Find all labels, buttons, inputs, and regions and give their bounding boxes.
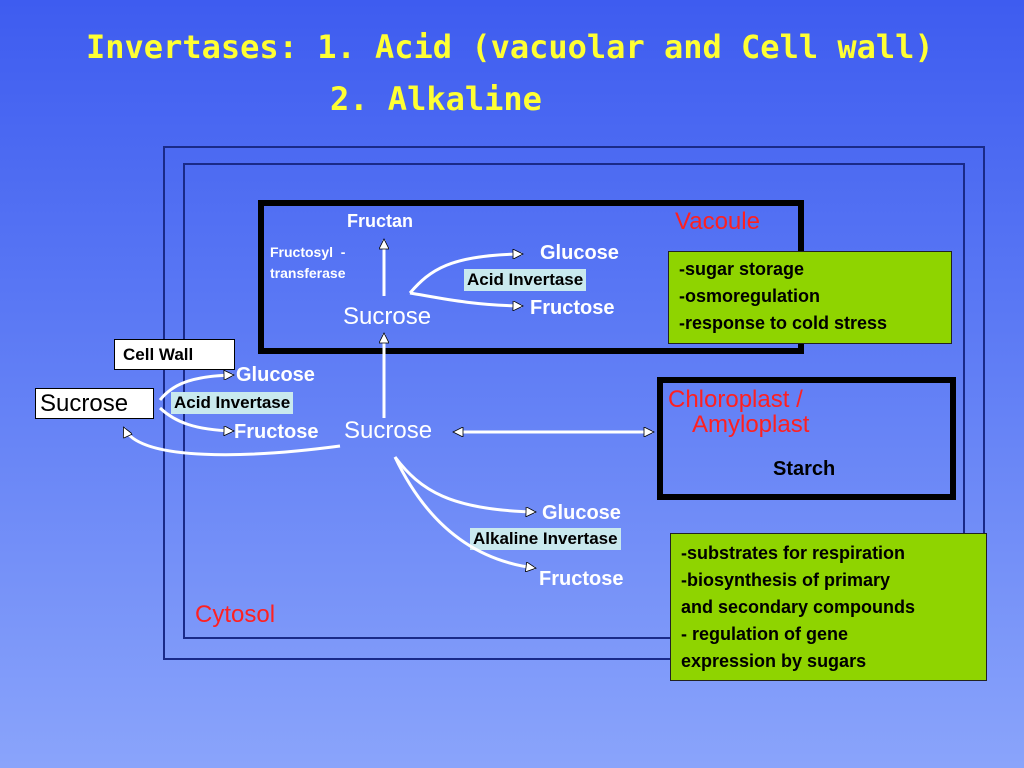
- arrow-cellwall-to-fructose: [158, 406, 233, 431]
- arrow-cytosol-to-cellwall: [122, 428, 341, 457]
- arrow-vacuole-to-fructose: [409, 291, 522, 306]
- cytosol-note: -substrates for respiration: [681, 543, 906, 563]
- vacuole-note: -osmoregulation: [679, 286, 821, 306]
- vacuole-fructose-label: Fructose: [530, 297, 615, 319]
- cytosol-glucose-label: Glucose: [542, 502, 621, 524]
- alkaline-invertase: Alkaline Invertase: [470, 528, 621, 550]
- vacuole-notes: -sugar storage -osmoregulation -response…: [668, 251, 952, 344]
- cytosol-notes: -substrates for respiration -biosynthesi…: [670, 533, 987, 681]
- cytosol-label: Cytosol: [195, 601, 276, 628]
- vacuole-note: -sugar storage: [679, 259, 805, 279]
- vacuole-sucrose-label: Sucrose: [343, 303, 432, 330]
- cell-wall-label-box: Cell Wall: [114, 339, 235, 370]
- starch-label: Starch: [773, 458, 836, 480]
- cytosol-fructose-label: Fructose: [539, 568, 624, 590]
- cell-wall-sucrose-label: Sucrose: [40, 390, 129, 417]
- cytosol-note: - regulation of gene: [681, 624, 849, 644]
- plastid-label-1: Chloroplast /: [668, 386, 803, 413]
- vacuole-label: Vacoule: [675, 208, 760, 235]
- title-line-2: 2. Alkaline: [330, 80, 542, 118]
- cell-wall-fructose-label: Fructose: [234, 421, 319, 443]
- title-line-1: Invertases: 1. Acid (vacuolar and Cell w…: [86, 28, 934, 66]
- cytosol-sucrose-label: Sucrose: [344, 417, 433, 444]
- vacuole-note: -response to cold stress: [679, 313, 888, 333]
- arrow-cytosol-to-glucose: [393, 456, 535, 512]
- cytosol-note: -biosynthesis of primary: [681, 570, 891, 590]
- plastid-compartment: [657, 377, 956, 500]
- cytosol-note: expression by sugars: [681, 651, 867, 671]
- cell-wall-label: Cell Wall: [123, 345, 194, 364]
- arrow-cellwall-to-glucose: [158, 375, 233, 401]
- arrow-vacuole-to-glucose: [408, 254, 522, 294]
- cell-wall-glucose-label: Glucose: [236, 364, 315, 386]
- fructosyl-transferase-label-2: transferase: [270, 265, 346, 281]
- vacuole-glucose-label: Glucose: [540, 242, 619, 264]
- vacuole-acid-invertase: Acid Invertase: [464, 269, 587, 291]
- cell-wall-sucrose-box: Sucrose: [35, 388, 154, 419]
- plastid-label-2: Amyloplast: [692, 411, 810, 438]
- cytosol-note: and secondary compounds: [681, 597, 916, 617]
- cell-outer-membrane: [163, 146, 985, 660]
- fructan-label: Fructan: [347, 211, 414, 231]
- fructosyl-transferase-label-1: Fructosyl -: [270, 244, 346, 260]
- arrow-cytosol-to-fructose: [393, 456, 535, 568]
- cell-wall-acid-invertase: Acid Invertase: [171, 392, 294, 414]
